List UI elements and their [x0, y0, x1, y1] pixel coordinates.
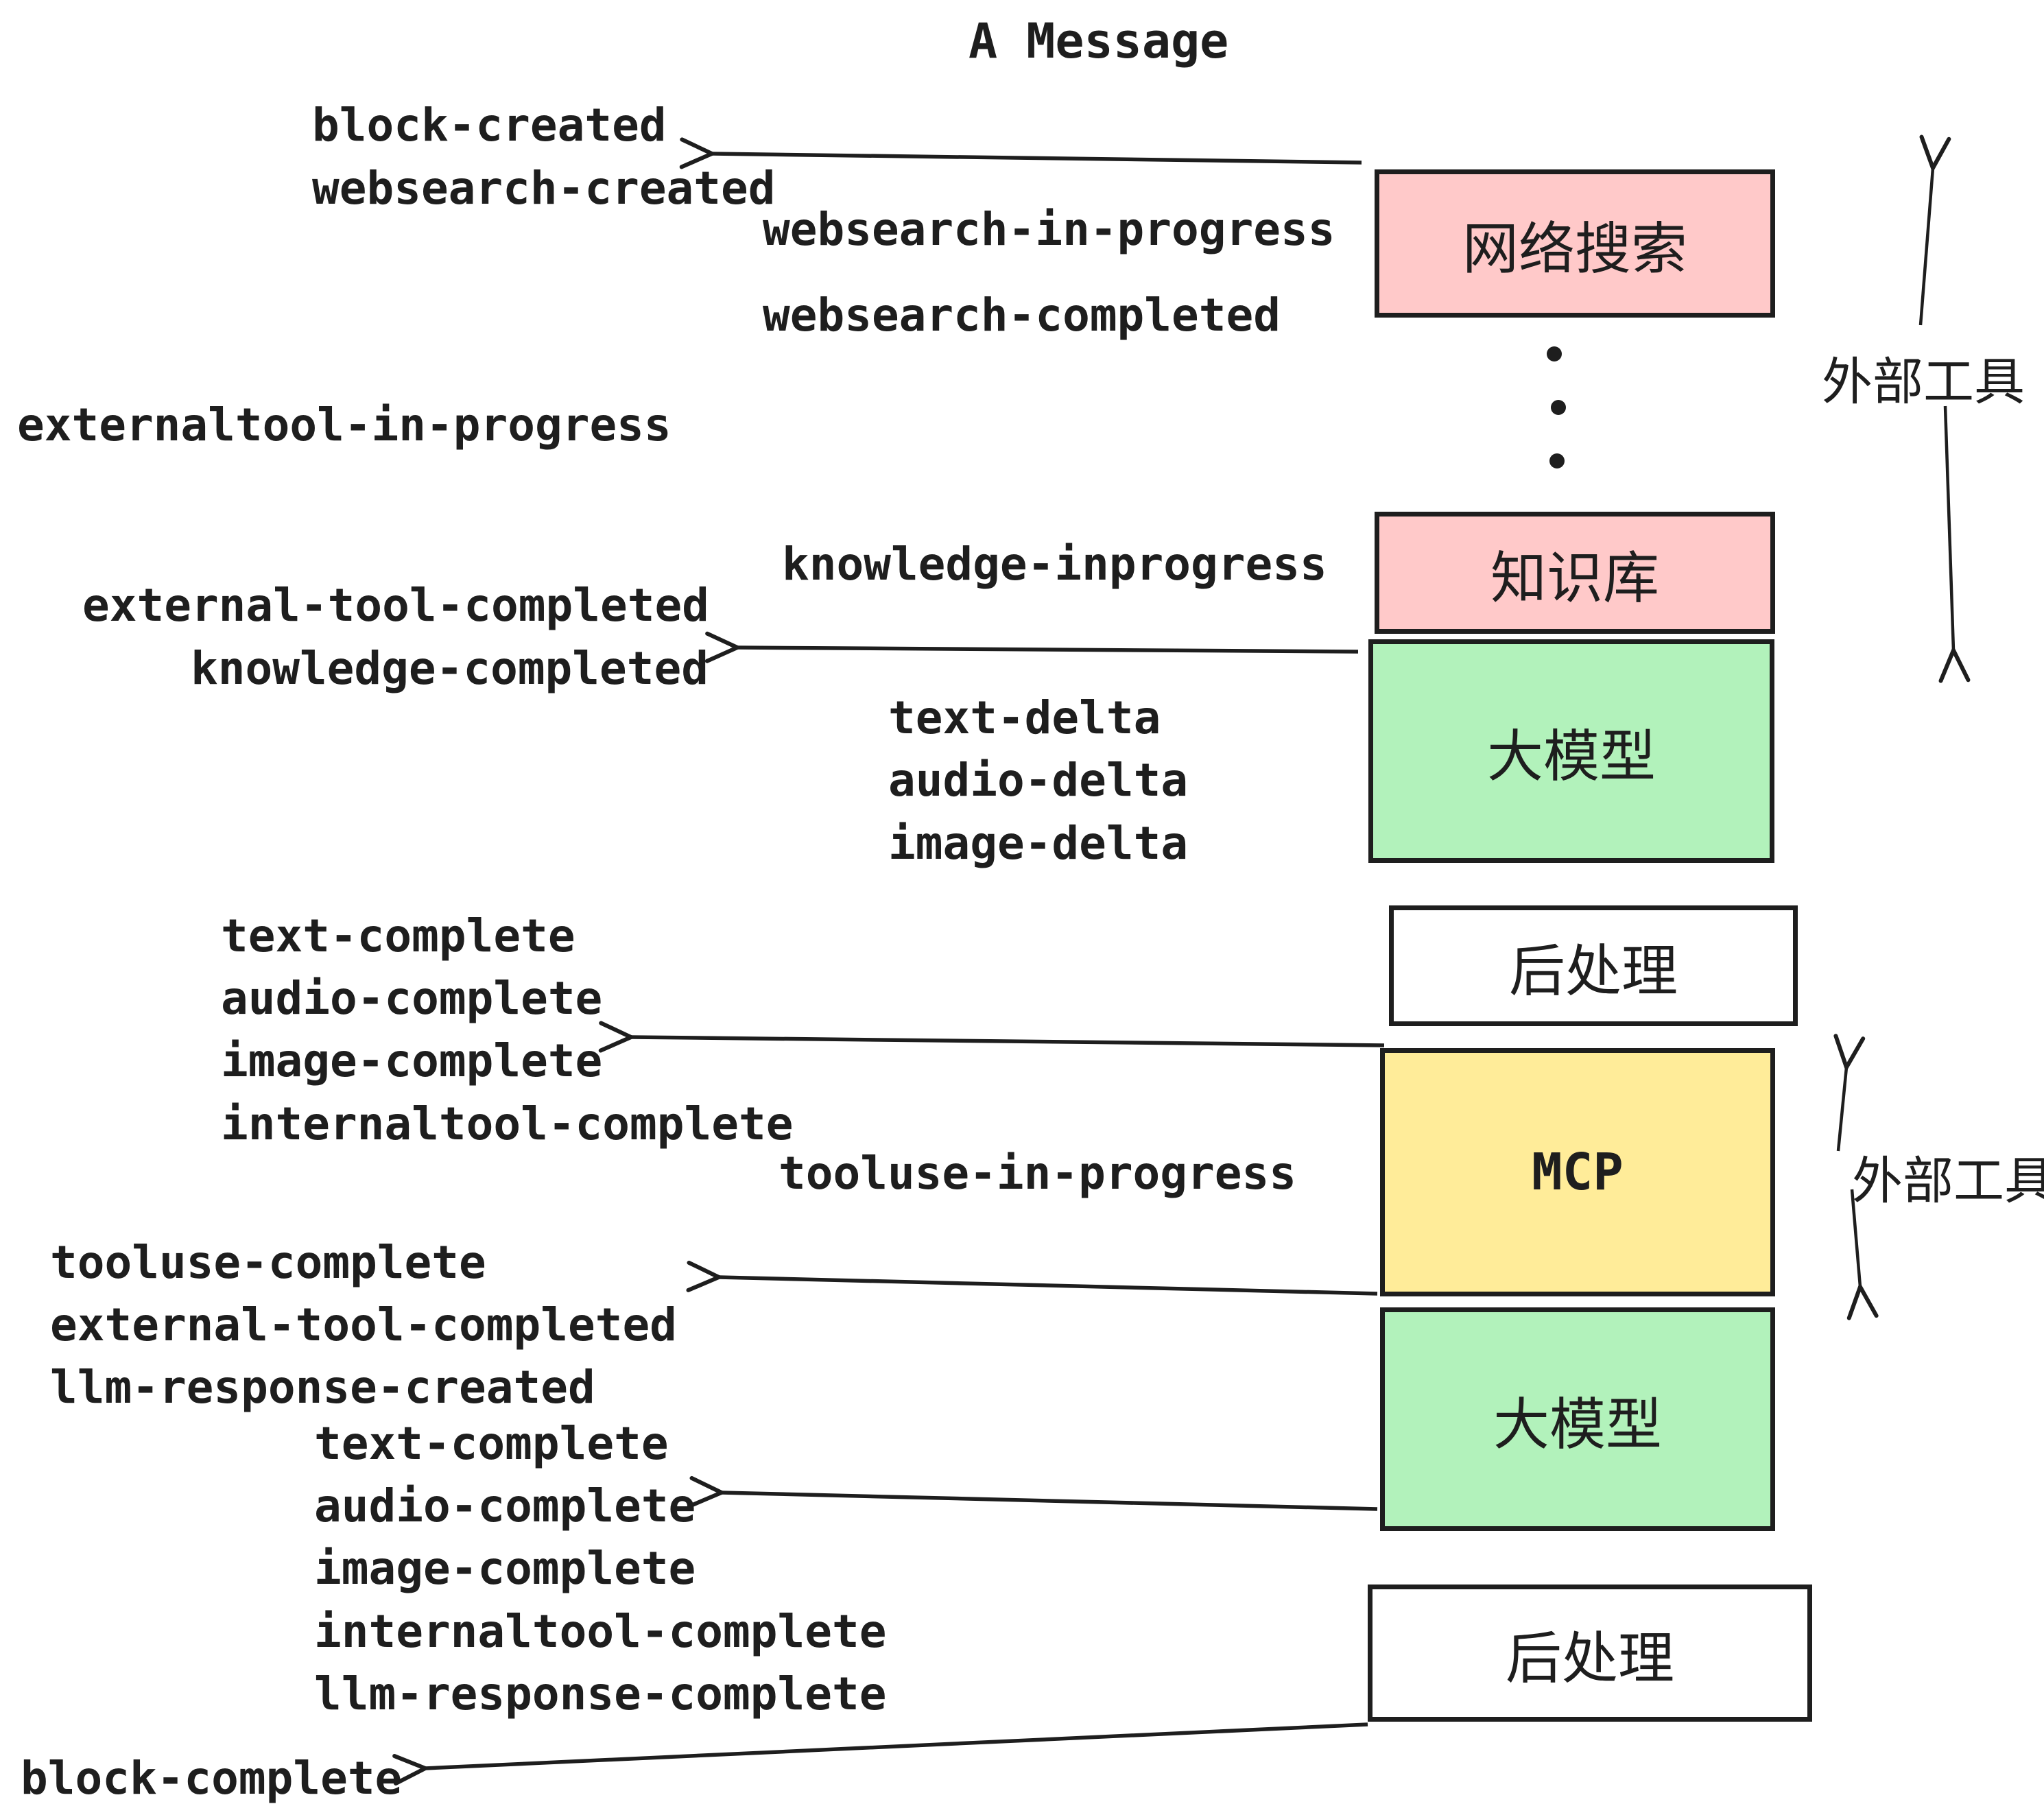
event-block-created: block-created: [312, 99, 667, 152]
external-tools-label-1: 外部工具: [1822, 353, 2025, 412]
knowledge-base-box: 知识库: [1375, 512, 1775, 634]
event-llm-response-created: llm-response-created: [50, 1361, 595, 1414]
mcp-label: MCP: [1532, 1143, 1624, 1202]
external-tool-up-arrow-2: [1833, 1034, 1866, 1152]
knowledge-base-label: 知识库: [1490, 545, 1659, 611]
llm-box-1: 大模型: [1368, 639, 1774, 863]
llm-label-1: 大模型: [1486, 724, 1656, 790]
event-image-complete: image-complete: [221, 1034, 603, 1087]
arrow-to-block-complete: [392, 1722, 1368, 1786]
event-internaltool-complete-2: internaltool-complete: [314, 1605, 887, 1658]
event-audio-delta: audio-delta: [888, 754, 1189, 807]
event-external-tool-completed: external-tool-completed: [82, 579, 709, 632]
web-search-box: 网络搜索: [1375, 169, 1775, 318]
event-tooluse-in-progress: tooluse-in-progress: [779, 1147, 1296, 1200]
event-block-complete: block-complete: [21, 1752, 403, 1804]
post-process-box-1: 后处理: [1389, 905, 1798, 1026]
event-text-delta: text-delta: [888, 691, 1161, 744]
event-websearch-created: websearch-created: [312, 162, 776, 215]
event-audio-complete: audio-complete: [221, 972, 603, 1025]
mcp-box: MCP: [1380, 1048, 1775, 1296]
arrow-to-block-created: [679, 137, 1362, 169]
llm-label-2: 大模型: [1493, 1392, 1662, 1458]
llm-box-2: 大模型: [1380, 1307, 1775, 1531]
event-knowledge-completed: knowledge-completed: [191, 642, 709, 695]
event-websearch-in-progress: websearch-in-progress: [763, 203, 1335, 256]
arrow-to-audio-complete: [689, 1475, 1378, 1511]
post-process-box-2: 后处理: [1368, 1585, 1812, 1722]
arrow-to-tooluse-complete: [686, 1260, 1378, 1296]
arrow-to-knowledge-completed: [704, 631, 1359, 663]
event-image-complete-2: image-complete: [314, 1542, 696, 1595]
arrow-to-image-complete: [598, 1021, 1385, 1053]
event-text-complete-2: text-complete: [314, 1417, 669, 1470]
external-tool-down-arrow-1: [1938, 405, 1971, 683]
event-llm-response-complete: llm-response-complete: [314, 1667, 887, 1720]
event-websearch-completed: websearch-completed: [763, 289, 1281, 342]
external-tools-label-2: 外部工具: [1852, 1152, 2044, 1211]
diagram-title: A Message: [968, 13, 1229, 69]
event-internaltool-complete: internaltool-complete: [221, 1097, 794, 1150]
ellipsis-dots: [1547, 346, 1566, 468]
external-tool-up-arrow-1: [1918, 134, 1951, 326]
event-audio-complete-2: audio-complete: [314, 1480, 696, 1532]
post-process-label-1: 后处理: [1508, 938, 1678, 1004]
event-text-complete: text-complete: [221, 910, 575, 962]
event-tooluse-complete: tooluse-complete: [50, 1236, 486, 1289]
post-process-label-2: 后处理: [1505, 1626, 1674, 1692]
event-knowledge-inprogress: knowledge-inprogress: [782, 538, 1327, 591]
event-externaltool-in-progress: externaltool-in-progress: [17, 399, 672, 451]
web-search-label: 网络搜索: [1462, 216, 1687, 282]
event-external-tool-completed-2: external-tool-completed: [50, 1298, 677, 1351]
event-image-delta: image-delta: [888, 817, 1189, 870]
